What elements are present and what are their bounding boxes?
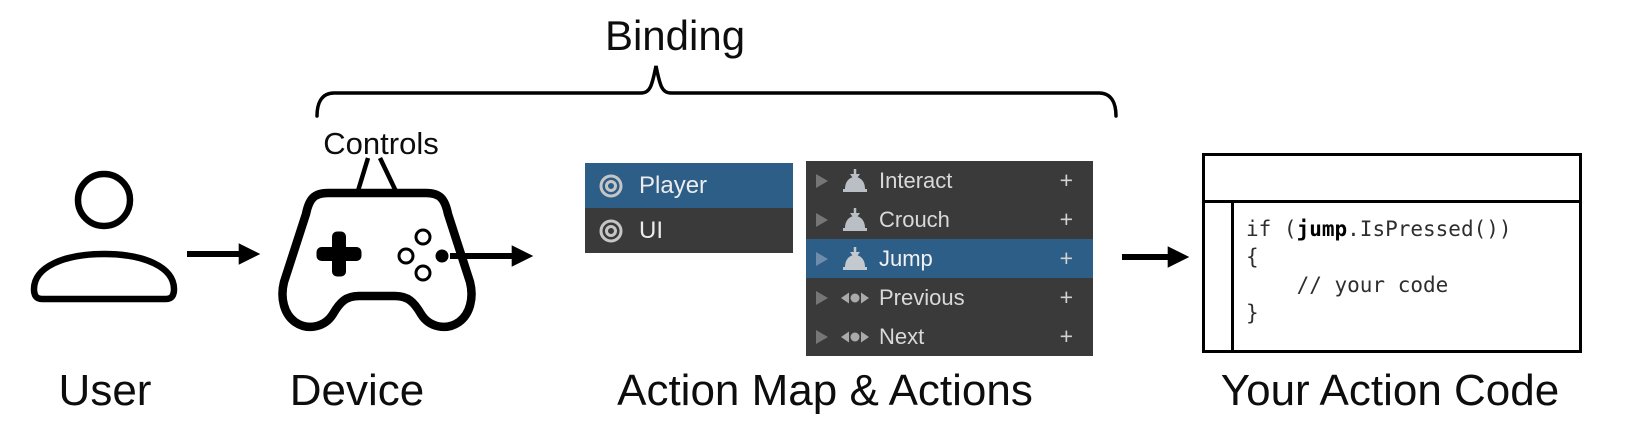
- face-button-west: [397, 247, 415, 265]
- code-line-2: {: [1246, 245, 1259, 269]
- action-map-icon: [599, 174, 623, 197]
- actions-panel: Interact + Crouch +: [806, 161, 1093, 356]
- action-label: Crouch: [879, 206, 950, 232]
- expand-triangle-icon[interactable]: [814, 172, 830, 190]
- action-row-crouch[interactable]: Crouch +: [806, 200, 1093, 239]
- add-binding-button[interactable]: +: [1059, 167, 1073, 193]
- binding-brace: [315, 65, 1118, 118]
- action-map-row-player[interactable]: Player: [585, 163, 793, 208]
- action-map-icon: [599, 219, 623, 242]
- action-map-label: Player: [639, 171, 708, 199]
- code-box-header: [1205, 156, 1579, 203]
- action-label: Interact: [879, 167, 953, 193]
- code-box: if (jump.IsPressed()) { // your code }: [1202, 153, 1582, 353]
- your-action-code-label: Your Action Code: [1220, 366, 1560, 415]
- expand-triangle-icon[interactable]: [814, 250, 830, 268]
- axis-icon: [839, 327, 871, 347]
- action-map-label: UI: [639, 216, 663, 244]
- code-gutter-line: [1231, 203, 1234, 353]
- arrow-device-to-actionmap: [450, 245, 534, 267]
- code-line-3: // your code: [1246, 273, 1449, 297]
- action-map-actions-label: Action Map & Actions: [617, 366, 1033, 415]
- action-row-previous[interactable]: Previous +: [806, 278, 1093, 317]
- face-button-north: [414, 228, 432, 246]
- button-icon: [839, 168, 871, 193]
- action-row-interact[interactable]: Interact +: [806, 161, 1093, 200]
- arrow-actions-to-code: [1122, 246, 1190, 268]
- action-label: Next: [879, 323, 925, 349]
- gamepad-icon: [278, 188, 476, 332]
- face-button-east-filled: [435, 249, 449, 263]
- button-icon: [839, 246, 871, 271]
- user-icon: [30, 170, 178, 303]
- expand-triangle-icon[interactable]: [814, 328, 830, 346]
- expand-triangle-icon[interactable]: [814, 289, 830, 307]
- action-label: Previous: [879, 284, 965, 310]
- code-snippet: if (jump.IsPressed()) { // your code }: [1246, 215, 1512, 327]
- controls-label: Controls: [323, 126, 439, 161]
- axis-icon: [839, 288, 871, 308]
- add-binding-button[interactable]: +: [1059, 206, 1073, 232]
- action-row-next[interactable]: Next +: [806, 317, 1093, 356]
- add-binding-button[interactable]: +: [1059, 245, 1073, 271]
- add-binding-button[interactable]: +: [1059, 284, 1073, 310]
- user-label: User: [58, 366, 152, 415]
- action-map-row-ui[interactable]: UI: [585, 208, 793, 253]
- button-icon: [839, 207, 871, 232]
- face-button-south: [414, 264, 432, 282]
- arrow-user-to-device: [187, 243, 261, 265]
- add-binding-button[interactable]: +: [1059, 323, 1073, 349]
- binding-title: Binding: [604, 12, 746, 59]
- action-row-jump[interactable]: Jump +: [806, 239, 1093, 278]
- action-map-panel: Player UI: [585, 163, 793, 253]
- action-label: Jump: [879, 245, 933, 271]
- expand-triangle-icon[interactable]: [814, 211, 830, 229]
- device-label: Device: [289, 366, 425, 415]
- code-line-4: }: [1246, 301, 1259, 325]
- code-line-1: if (jump.IsPressed()): [1246, 217, 1512, 241]
